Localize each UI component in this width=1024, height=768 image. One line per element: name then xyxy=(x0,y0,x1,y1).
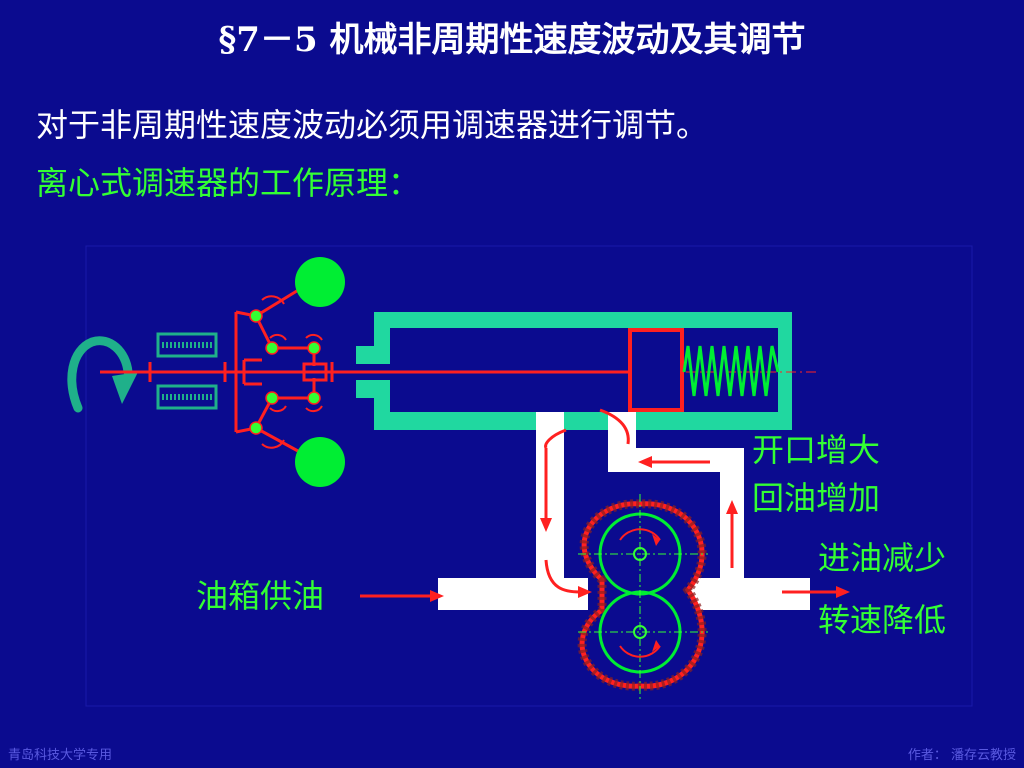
label-oil-in-decrease: 进油减少 xyxy=(818,539,947,577)
label-speed-decrease: 转速降低 xyxy=(818,601,947,639)
label-tank-supply: 油箱供油 xyxy=(196,577,325,615)
footer-right: 作者： 潘存云教授 xyxy=(907,748,1016,763)
label-return-increase: 回油增加 xyxy=(752,479,881,517)
piston xyxy=(628,328,684,412)
cylinder-body xyxy=(356,312,792,430)
figure-frame xyxy=(85,245,973,707)
footer-left: 青岛科技大学专用 xyxy=(8,748,113,763)
subtitle-text: 离心式调速器的工作原理： xyxy=(36,164,421,202)
flyball-top xyxy=(295,257,345,307)
flyball-bottom xyxy=(295,437,345,487)
spring xyxy=(682,345,780,397)
gear-pump xyxy=(577,494,708,700)
slide-title: §7－5 机械非周期性速度波动及其调节 xyxy=(218,20,806,60)
pivot-arcs xyxy=(261,295,323,449)
flow-arrows xyxy=(360,408,850,602)
pivot-dots xyxy=(249,309,321,435)
oil-pipes xyxy=(438,412,810,610)
intro-text: 对于非周期性速度波动必须用调速器进行调节。 xyxy=(36,106,709,144)
rotation-arrow-icon xyxy=(67,336,138,413)
label-valve-open: 开口增大 xyxy=(752,431,881,469)
